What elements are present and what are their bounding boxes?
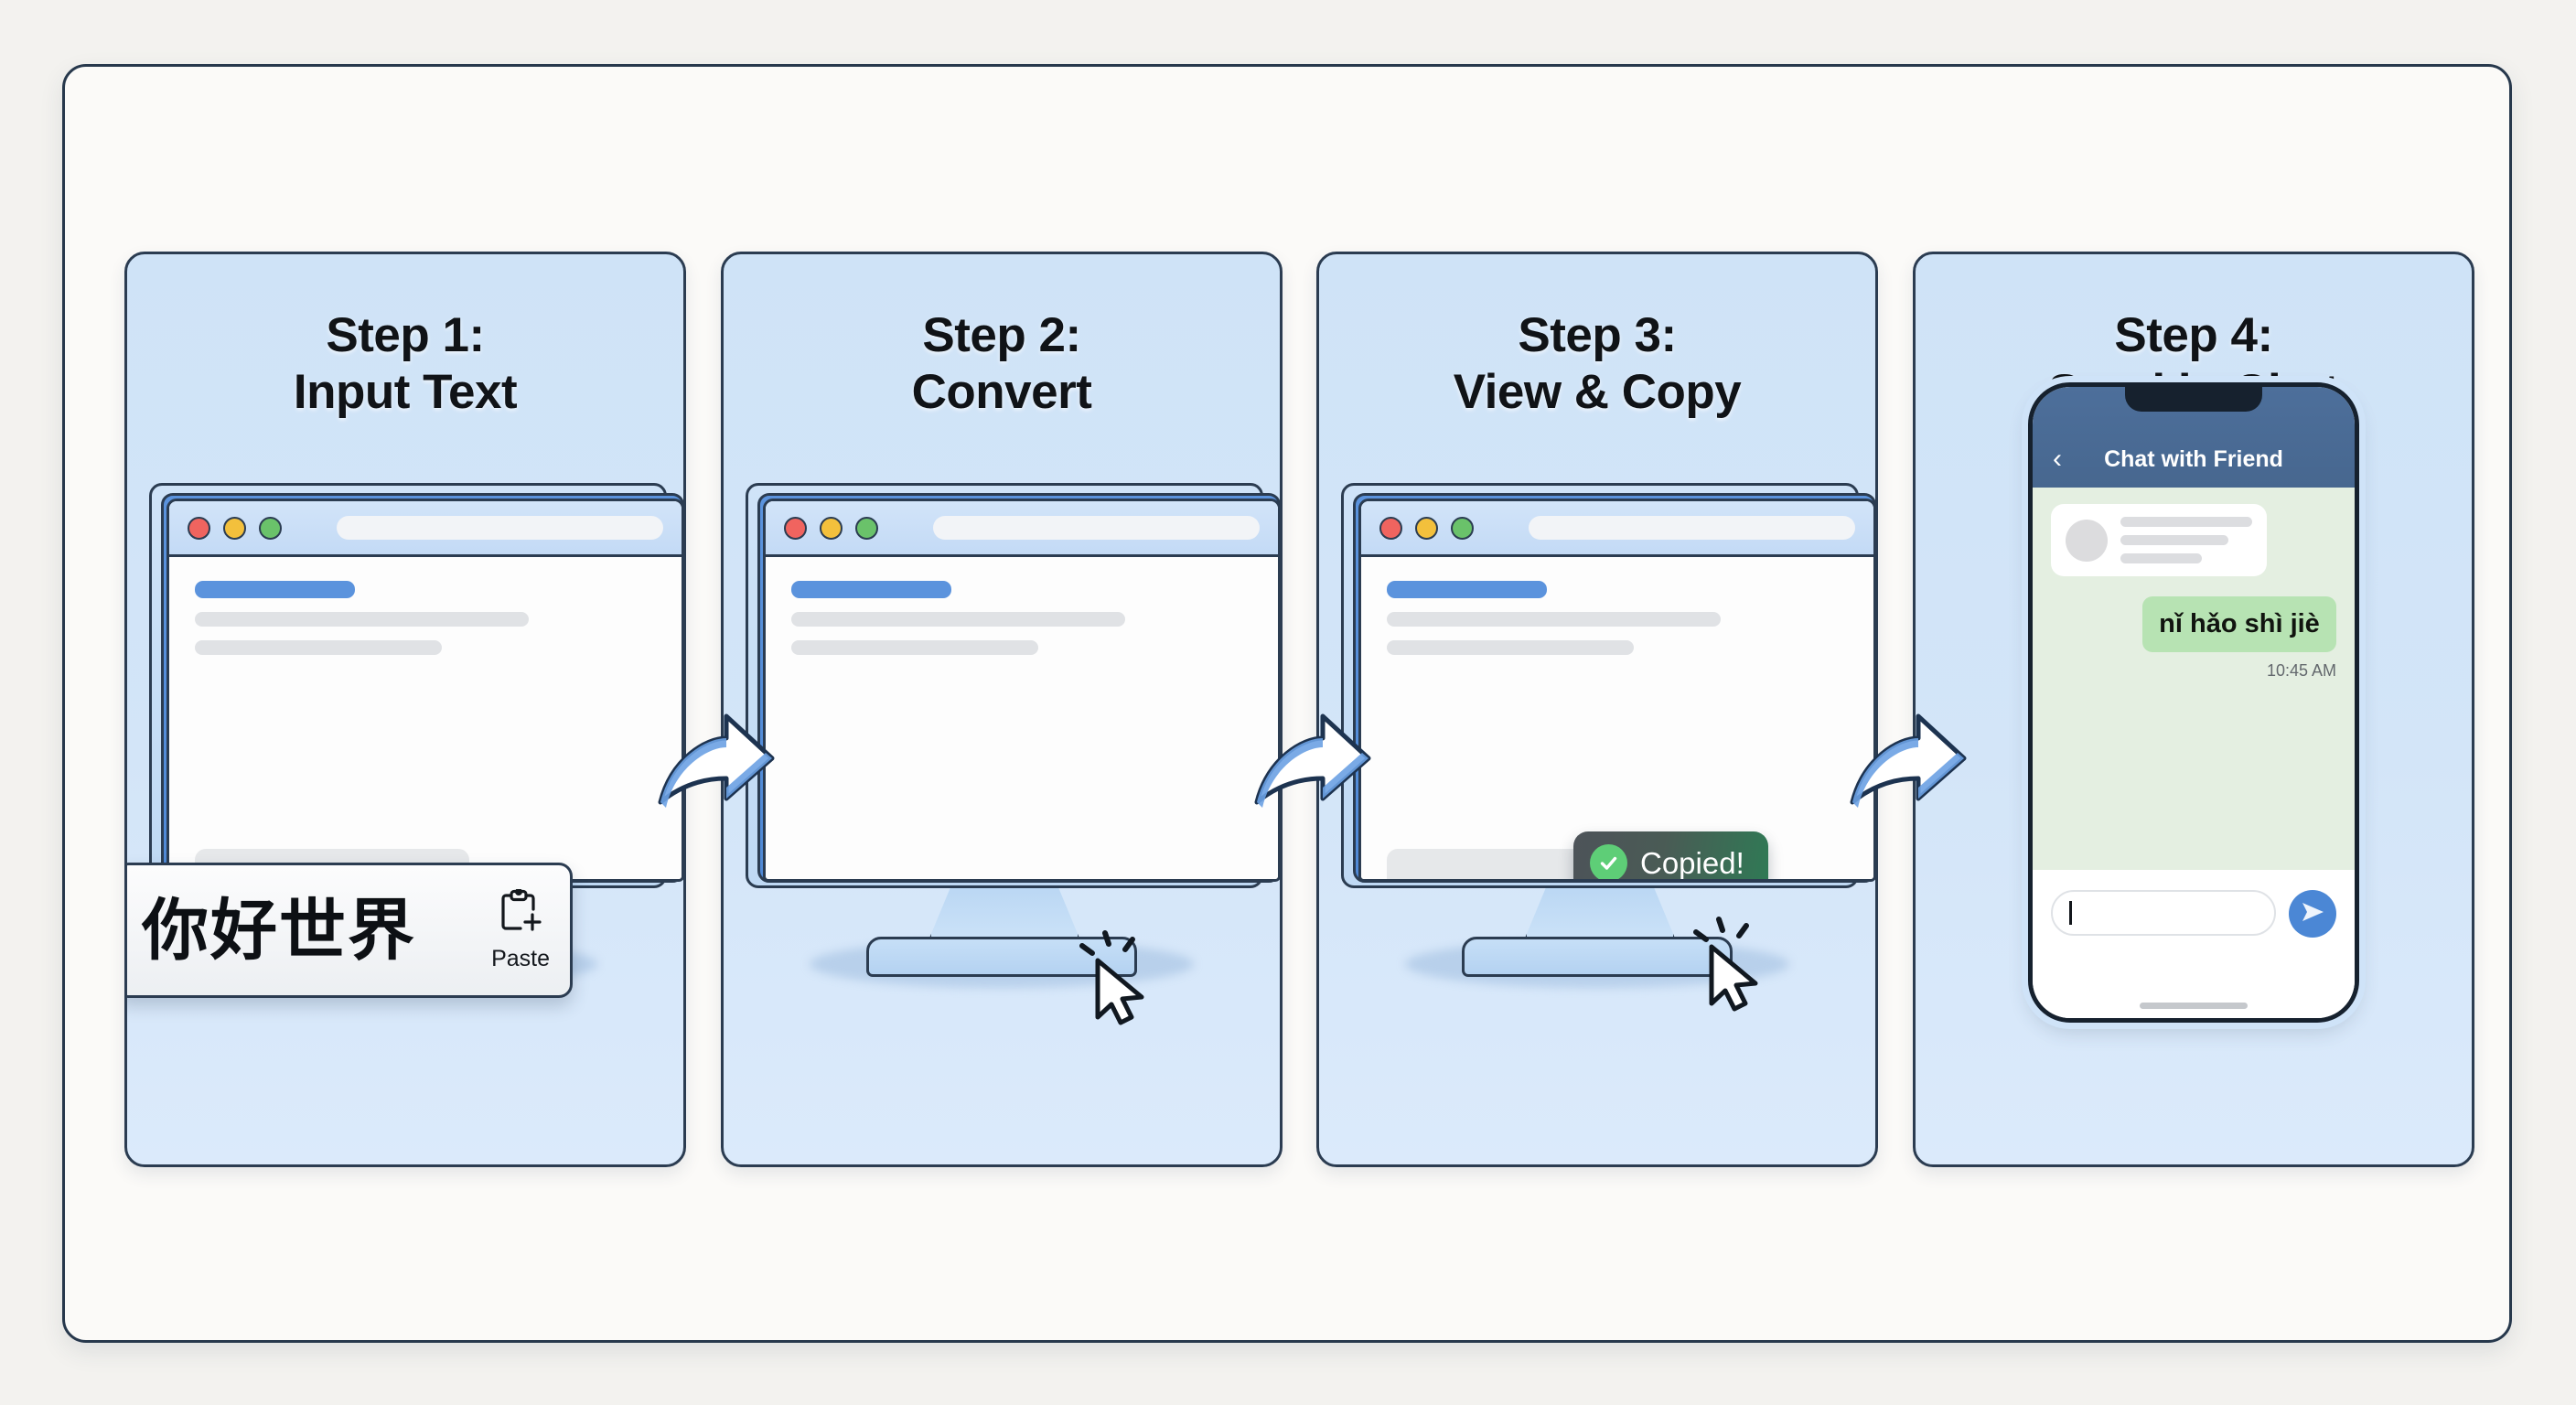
browser-page-2: Convert to Pinyin Click to process the t… — [766, 557, 1278, 879]
monitor-screen — [149, 483, 683, 888]
traffic-lights — [1379, 516, 1474, 540]
step-3-title: Step 3: View & Copy — [1453, 308, 1742, 419]
browser-titlebar — [1361, 501, 1873, 557]
url-bar[interactable] — [933, 516, 1260, 540]
monitor-1: 你好世界 Paste — [127, 483, 683, 998]
page-heading-placeholder — [195, 581, 355, 598]
url-bar[interactable] — [1529, 516, 1855, 540]
maximize-green-icon[interactable] — [259, 516, 282, 540]
chat-header: ‹ Chat with Friend — [2033, 387, 2355, 488]
send-icon — [2300, 900, 2325, 928]
monitor-neck — [928, 882, 1080, 940]
close-red-icon[interactable] — [188, 516, 210, 540]
send-button[interactable] — [2289, 890, 2336, 938]
page-text-placeholder — [195, 612, 529, 627]
monitor-3: nǐ hǎo shì jiè — [1341, 483, 1875, 1012]
page-text-placeholder — [1387, 612, 1721, 627]
browser-titlebar — [766, 501, 1278, 557]
chinese-input-value: 你好世界 — [142, 893, 416, 968]
close-red-icon[interactable] — [1379, 516, 1402, 540]
click-cursor-icon — [1684, 916, 1768, 1012]
maximize-green-icon[interactable] — [855, 516, 878, 540]
text-input-card[interactable]: 你好世界 Paste — [127, 863, 573, 998]
minimize-yellow-icon[interactable] — [1415, 516, 1438, 540]
maximize-green-icon[interactable] — [1451, 516, 1474, 540]
monitor-base — [1462, 937, 1733, 977]
phone-notch — [2125, 387, 2262, 412]
browser-page-1 — [169, 557, 682, 879]
text-caret — [2069, 901, 2072, 925]
monitor-screen: nǐ hǎo shì jiè — [1341, 483, 1875, 1012]
step-panel-2: Step 2: Convert — [721, 252, 1283, 1167]
chat-message-list: nǐ hǎo shì jiè 10:45 AM — [2033, 488, 2355, 870]
infographic-card: Step 1: Input Text — [62, 64, 2512, 1343]
clipboard-plus-icon — [499, 887, 542, 941]
curved-right-arrow-icon — [655, 707, 778, 821]
chat-composer — [2033, 870, 2355, 1018]
step-panel-4: Step 4: Send in Chat ‹ Chat with Friend — [1913, 252, 2474, 1167]
page-text-placeholder — [1387, 640, 1634, 655]
home-indicator — [2140, 1003, 2248, 1009]
browser-titlebar — [169, 501, 682, 557]
monitor-base — [866, 937, 1137, 977]
steps-row: Step 1: Input Text — [65, 67, 2509, 1340]
url-bar[interactable] — [337, 516, 663, 540]
curved-right-arrow-icon — [1251, 707, 1375, 821]
message-timestamp: 10:45 AM — [2266, 661, 2336, 680]
curved-right-arrow-icon — [1847, 707, 1970, 821]
minimize-yellow-icon[interactable] — [223, 516, 246, 540]
incoming-message-bubble — [2051, 504, 2267, 576]
page-text-placeholder — [791, 612, 1125, 627]
page-heading-placeholder — [1387, 581, 1547, 598]
chevron-left-icon[interactable]: ‹ — [2053, 444, 2062, 474]
step-panel-1: Step 1: Input Text — [124, 252, 686, 1167]
close-red-icon[interactable] — [784, 516, 807, 540]
browser-page-3: nǐ hǎo shì jiè — [1361, 557, 1873, 880]
copied-tooltip: Copied! — [1573, 831, 1768, 880]
copied-tooltip-label: Copied! — [1640, 845, 1744, 880]
traffic-lights — [188, 516, 282, 540]
chat-header-title: Chat with Friend — [2104, 446, 2283, 472]
click-cursor-icon — [1070, 929, 1154, 1025]
monitor-neck — [1524, 882, 1676, 940]
outgoing-message-bubble: nǐ hǎo shì jiè — [2142, 596, 2336, 652]
check-circle-icon — [1590, 844, 1627, 879]
browser-window-3: nǐ hǎo shì jiè — [1358, 499, 1875, 882]
step-1-title: Step 1: Input Text — [293, 308, 518, 419]
browser-window-2: Convert to Pinyin Click to process the t… — [763, 499, 1280, 882]
paste-button[interactable]: Paste — [491, 887, 550, 972]
phone-mockup: ‹ Chat with Friend nǐ hǎo shì jiè 10:45 … — [2028, 382, 2359, 1023]
message-input[interactable] — [2051, 890, 2276, 936]
step-2-title: Step 2: Convert — [911, 308, 1092, 419]
incoming-message-placeholder — [2120, 517, 2252, 563]
paste-label: Paste — [491, 945, 550, 971]
step-panel-3: Step 3: View & Copy — [1316, 252, 1878, 1167]
page-text-placeholder — [195, 640, 442, 655]
monitor-screen: Convert to Pinyin Click to process the t… — [746, 483, 1280, 1025]
page-text-placeholder — [791, 640, 1038, 655]
minimize-yellow-icon[interactable] — [820, 516, 843, 540]
avatar — [2066, 519, 2108, 562]
monitor-2: Convert to Pinyin Click to process the t… — [746, 483, 1280, 1025]
browser-window-1 — [166, 499, 683, 882]
traffic-lights — [784, 516, 878, 540]
page-heading-placeholder — [791, 581, 951, 598]
